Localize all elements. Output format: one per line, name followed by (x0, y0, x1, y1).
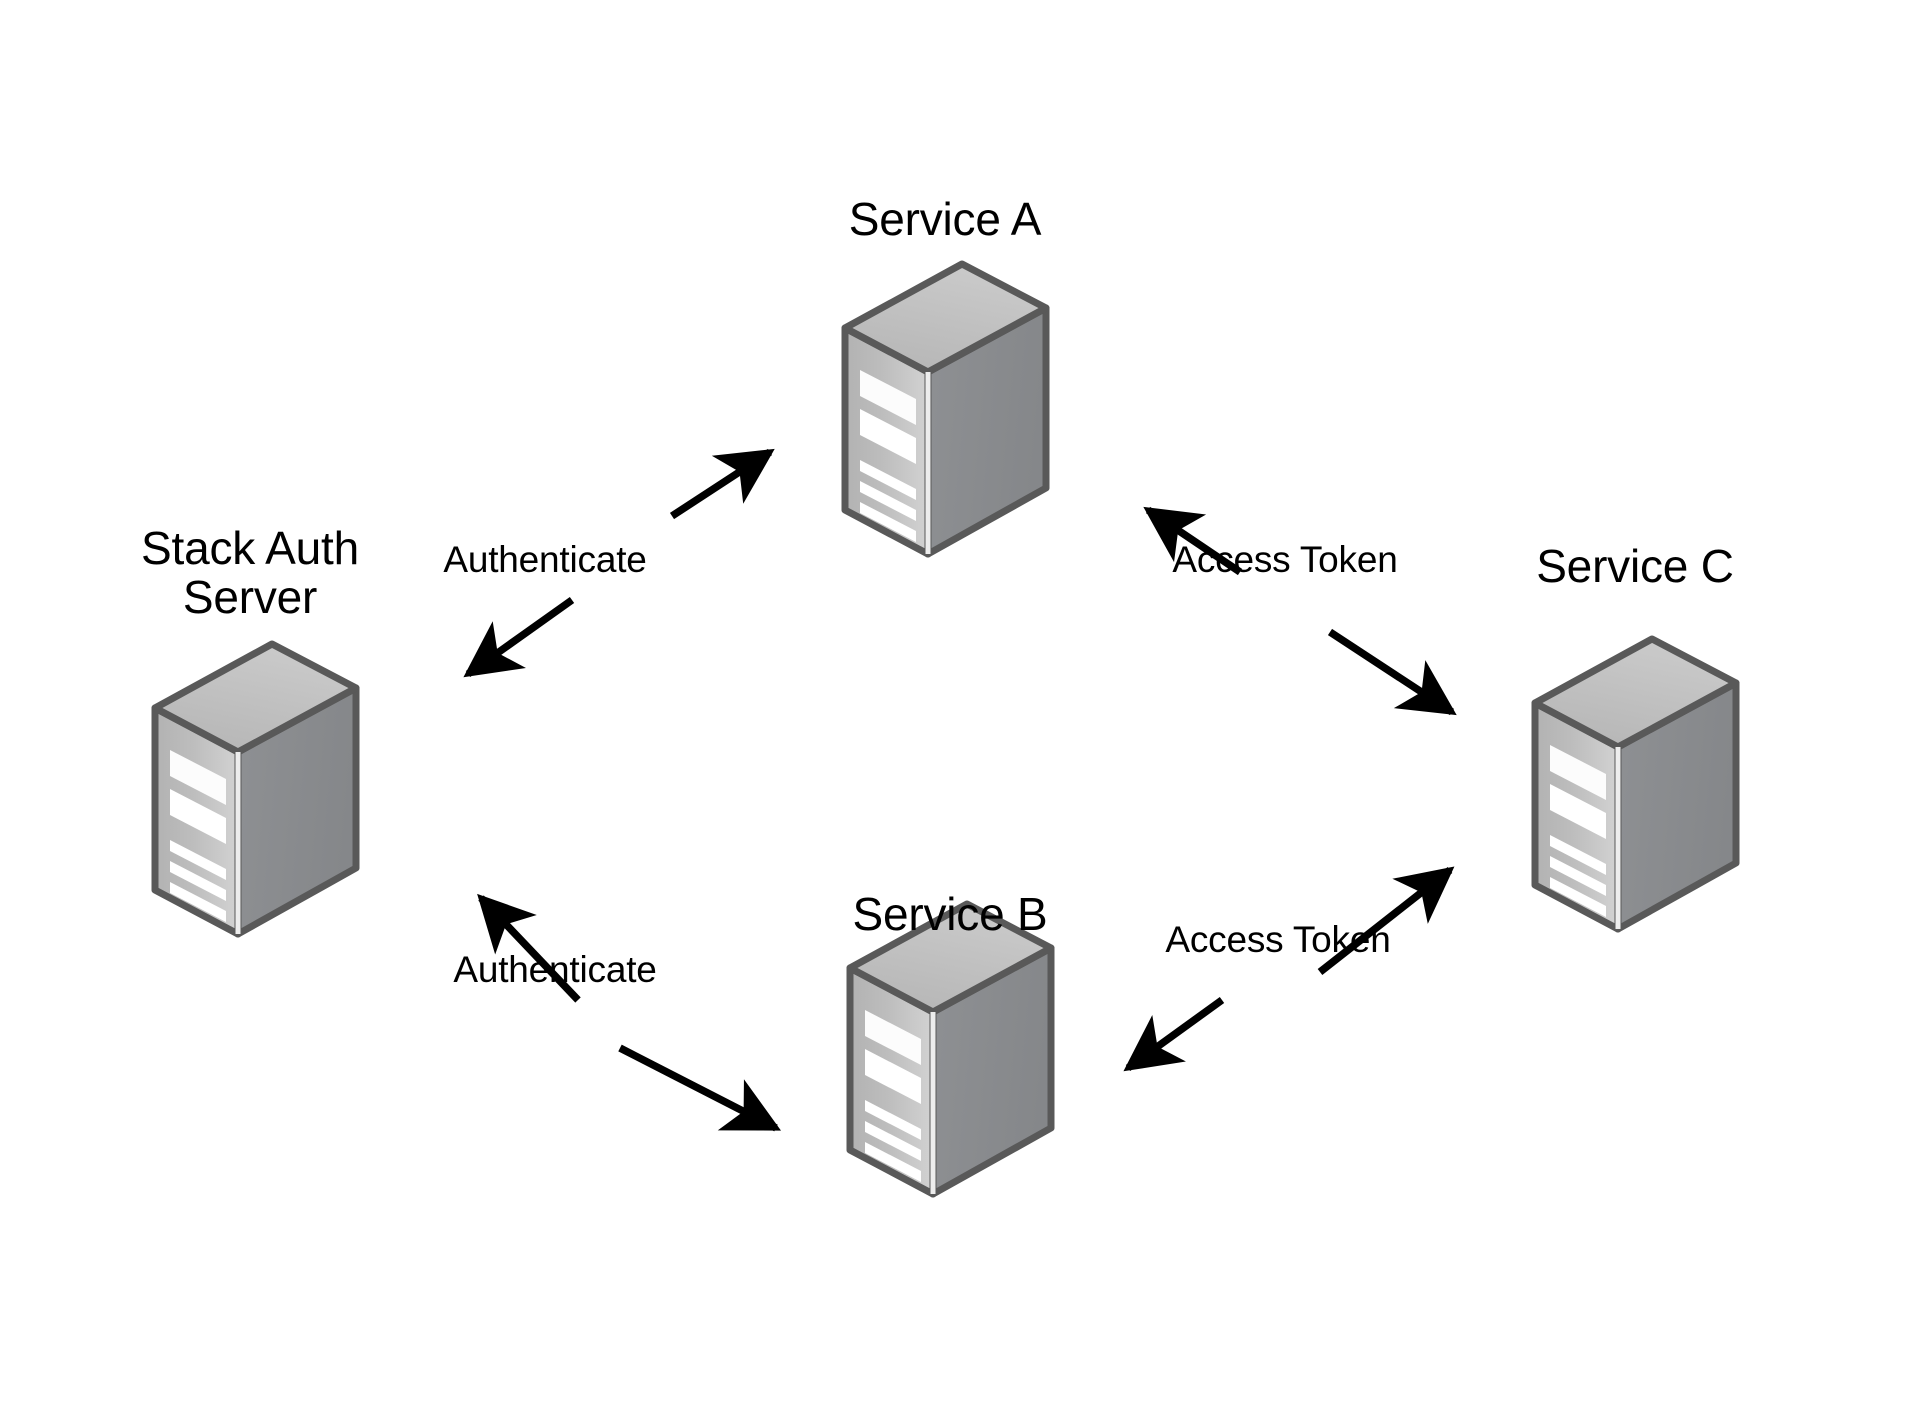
server-icon (1535, 639, 1736, 929)
edge-access-token-a-c (1143, 506, 1457, 716)
node-service-a[interactable] (845, 264, 1046, 554)
edge-authenticate-service-b (477, 893, 782, 1132)
edge-label-access-token-a-c: Access Token (1172, 539, 1398, 580)
node-service-c[interactable] (1535, 639, 1736, 929)
node-label-service-b: Service B (852, 888, 1048, 940)
server-icon (155, 644, 356, 934)
node-service-b[interactable] (850, 904, 1051, 1194)
edge-label-access-token-b-c: Access Token (1165, 919, 1391, 960)
arrow-to-service-b (618, 1044, 782, 1132)
arrow-to-service-a (1143, 506, 1243, 576)
server-icon (845, 264, 1046, 554)
arrow-to-service-a (669, 448, 775, 520)
node-stack-auth-server[interactable] (155, 644, 356, 934)
arrow-to-stack-auth-server (463, 596, 575, 678)
node-label-stack-auth-server: Stack Auth Server (141, 522, 359, 623)
node-label-service-c: Service C (1536, 540, 1734, 592)
edge-access-token-b-c (1123, 866, 1455, 1072)
arrow-to-stack-auth-server (477, 893, 581, 1003)
edge-authenticate-service-a (463, 448, 775, 678)
arrow-to-service-c (1327, 628, 1457, 716)
edge-label-authenticate-service-b: Authenticate (453, 949, 657, 990)
node-label-service-a: Service A (848, 193, 1042, 245)
arrow-to-service-b (1123, 996, 1225, 1072)
server-icon (850, 904, 1051, 1194)
arrow-to-service-c (1317, 866, 1455, 975)
edge-label-authenticate-service-a: Authenticate (443, 539, 647, 580)
